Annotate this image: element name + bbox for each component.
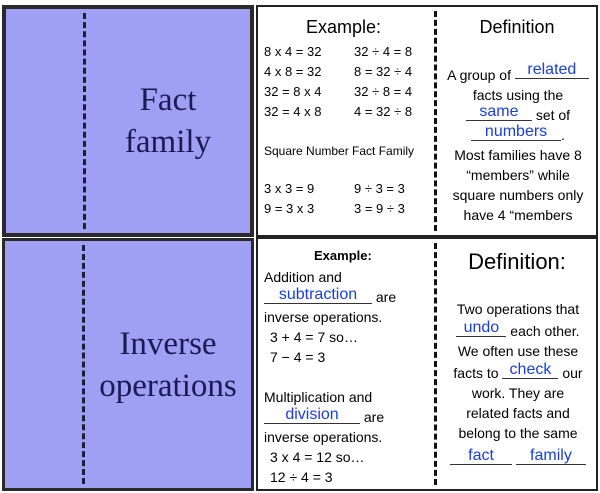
- handwritten-answer: same: [479, 103, 519, 120]
- definition-text: .: [561, 127, 565, 143]
- card-divider: [434, 11, 437, 231]
- handwritten-answer: fact: [468, 447, 494, 464]
- definition-heading: Definition:: [468, 249, 566, 274]
- answer-blank: family: [515, 447, 586, 465]
- definition-text: set of: [535, 107, 571, 123]
- example-heading: Example:: [314, 248, 372, 263]
- example-line: 7 − 4 = 3: [270, 349, 326, 365]
- inverse-operations-term-panel: Inverse operations: [2, 238, 254, 491]
- term-line: Inverse: [119, 325, 217, 362]
- answer-blank: division: [264, 406, 360, 424]
- inverse-operations-card: Example: Addition and subtraction are in…: [256, 237, 598, 491]
- example-line: division are: [264, 407, 384, 427]
- example-equation: 8 x 4 = 32: [264, 44, 322, 59]
- example-line: 12 ÷ 4 = 3: [270, 469, 333, 485]
- definition-line: We often use these: [457, 343, 579, 359]
- example-text: are: [363, 409, 385, 425]
- example-line: subtraction are: [264, 287, 396, 307]
- handwritten-answer: numbers: [484, 123, 548, 140]
- definition-line: Two operations that: [456, 301, 580, 317]
- handwritten-answer: undo: [463, 319, 500, 336]
- example-equation: 32 = 4 x 8: [264, 104, 322, 119]
- example-line: inverse operations.: [264, 429, 383, 445]
- definition-line: same set of: [440, 103, 596, 125]
- definition-heading: Definition: [479, 17, 555, 37]
- definition-text: each other.: [510, 323, 580, 339]
- definition-line: A group of related: [440, 62, 596, 85]
- example-heading: Example:: [306, 17, 382, 37]
- answer-blank: fact: [450, 447, 513, 465]
- example-equation: 4 x 8 = 32: [264, 64, 322, 79]
- term-line: operations: [99, 367, 237, 404]
- handwritten-answer: check: [509, 361, 552, 378]
- example-equation: 4 = 32 ÷ 8: [354, 104, 413, 119]
- example-equation: 32 ÷ 4 = 8: [354, 44, 413, 59]
- fact-family-term-panel: Fact family: [2, 5, 254, 237]
- definition-line: facts to check our: [440, 361, 596, 383]
- square-equation: 9 = 3 x 3: [264, 201, 315, 216]
- example-text: are: [375, 289, 397, 305]
- handwritten-answer: family: [530, 447, 572, 464]
- inverse-operations-term: Inverse operations: [85, 241, 251, 488]
- example-line: Addition and: [264, 269, 342, 285]
- definition-line: belong to the same: [458, 425, 578, 441]
- answer-blank: subtraction: [264, 286, 372, 304]
- answer-blank: numbers: [471, 123, 562, 141]
- example-line: 3 + 4 = 7 so…: [270, 329, 358, 345]
- definition-line: work. They are: [471, 385, 565, 401]
- definition-line: have 4 “members: [463, 207, 573, 223]
- answer-blank: same: [465, 103, 532, 121]
- square-heading: Square Number Fact Family: [264, 144, 415, 158]
- square-equation: 3 = 9 ÷ 3: [354, 201, 405, 216]
- definition-line: facts using the: [472, 87, 564, 103]
- answer-blank: undo: [456, 319, 507, 337]
- example-equation: 32 = 8 x 4: [264, 84, 322, 99]
- fold-line: [82, 245, 85, 484]
- square-equation: 3 x 3 = 9: [264, 181, 315, 196]
- square-equation: 9 ÷ 3 = 3: [354, 181, 405, 196]
- definition-line: fact family: [440, 445, 596, 465]
- definition-line: numbers.: [440, 123, 596, 145]
- example-equation: 32 ÷ 8 = 4: [354, 84, 413, 99]
- term-line: family: [124, 124, 212, 160]
- example-line: 3 x 4 = 12 so…: [270, 449, 365, 465]
- answer-blank: check: [502, 361, 559, 379]
- definition-text: our: [562, 365, 583, 381]
- fact-family-term: Fact family: [86, 9, 250, 233]
- fact-family-card: Example: 8 x 4 = 32 4 x 8 = 32 32 = 8 x …: [256, 5, 598, 237]
- definition-line: related facts and: [466, 405, 570, 421]
- definition-line: undo each other.: [440, 319, 596, 341]
- handwritten-answer: division: [285, 406, 339, 423]
- term-line: Fact: [139, 82, 197, 118]
- answer-blank: related: [514, 61, 589, 79]
- definition-text: facts to: [453, 365, 499, 381]
- definition-line: square numbers only: [452, 187, 584, 203]
- definition-line: Most families have 8: [454, 147, 582, 163]
- handwritten-answer: subtraction: [278, 286, 358, 303]
- fold-line: [83, 13, 86, 229]
- example-equation: 8 = 32 ÷ 4: [354, 64, 413, 79]
- example-line: Multiplication and: [264, 389, 373, 405]
- handwritten-answer: related: [527, 61, 577, 78]
- definition-text: A group of: [447, 67, 511, 83]
- example-line: inverse operations.: [264, 309, 383, 325]
- definition-line: “members” while: [466, 167, 570, 183]
- card-divider: [434, 243, 437, 485]
